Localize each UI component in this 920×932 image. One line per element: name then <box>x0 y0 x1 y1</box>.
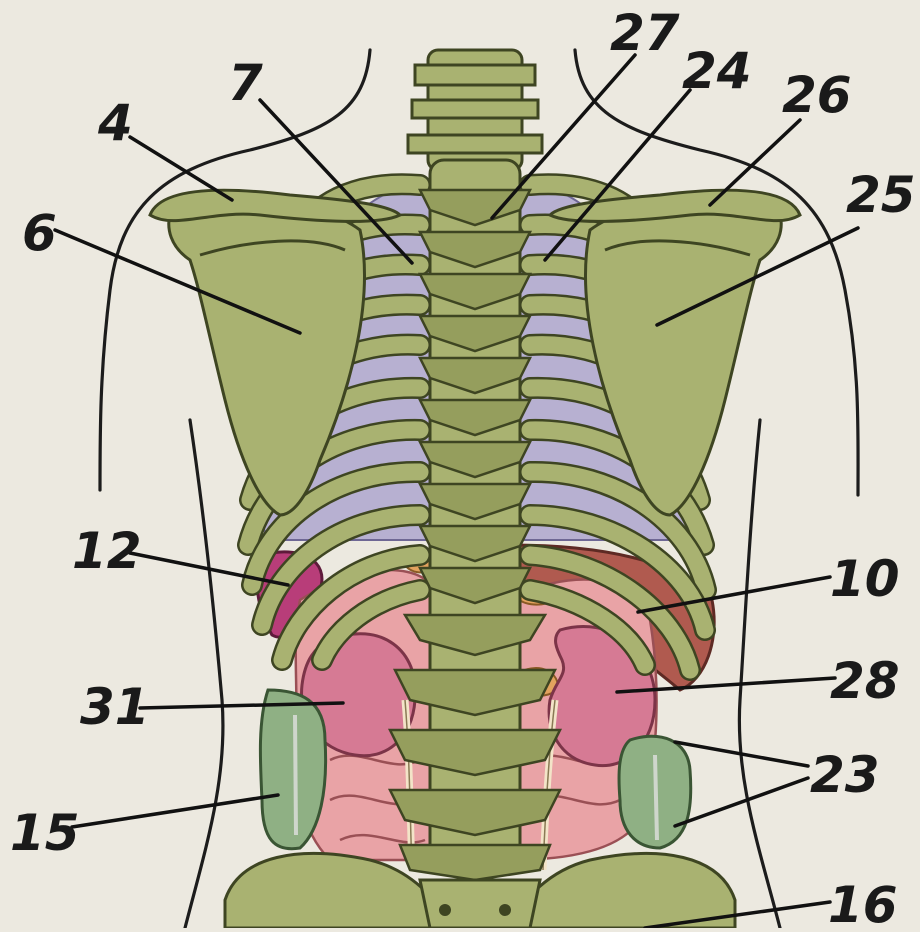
sacrum <box>420 880 540 928</box>
label-16: 16 <box>828 876 898 928</box>
label-15: 15 <box>10 804 80 862</box>
label-7: 7 <box>228 54 263 112</box>
label-4: 4 <box>97 94 133 152</box>
label-26: 26 <box>782 66 852 124</box>
label-27: 27 <box>610 4 680 62</box>
label-25: 25 <box>846 166 916 224</box>
label-12: 12 <box>72 522 142 580</box>
leader-4 <box>130 137 232 200</box>
leader-23-lower <box>675 778 808 826</box>
leader-15 <box>72 795 278 827</box>
label-23: 23 <box>810 746 880 804</box>
label-31: 31 <box>80 678 150 736</box>
descending-colon-left <box>260 690 325 849</box>
label-10: 10 <box>830 550 900 608</box>
label-24: 24 <box>682 42 752 100</box>
label-28: 28 <box>830 652 900 710</box>
label-6: 6 <box>22 204 57 262</box>
